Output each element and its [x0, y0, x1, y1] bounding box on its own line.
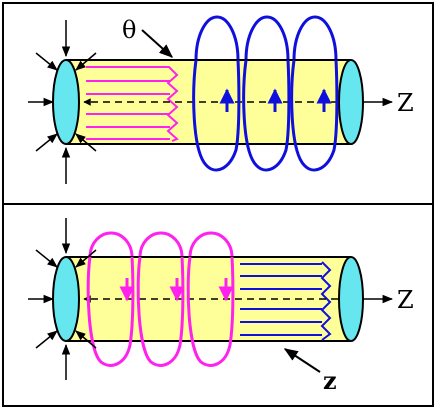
- bottom-left-end-cap: [52, 256, 80, 342]
- z-pointer-arrow: [283, 348, 321, 373]
- top-right-end-cap: [338, 59, 364, 145]
- magenta-loop-arrows: [119, 278, 234, 302]
- bottom-compression-arrows: [28, 218, 97, 380]
- theta-pointer-arrow: [141, 29, 174, 58]
- top-z-axis-label: Z: [397, 89, 414, 117]
- bottom-right-end-cap: [338, 256, 364, 342]
- bottom-blue-field-lines: [240, 261, 332, 341]
- blue-loops-front: [192, 59, 339, 172]
- z-label: z: [323, 366, 337, 395]
- bottom-cylinder-body: [66, 257, 351, 341]
- theta-label: θ: [122, 16, 136, 44]
- top-cylinder-body: [66, 60, 351, 144]
- top-left-end-cap: [52, 59, 80, 145]
- top-panel: Z θ: [28, 15, 414, 184]
- top-compression-arrows: [28, 20, 97, 184]
- bottom-panel: Z z: [28, 218, 414, 395]
- blue-loops-back: [194, 15, 338, 61]
- bottom-z-axis-label: Z: [397, 286, 414, 314]
- magenta-loops-back: [88, 231, 234, 258]
- top-magenta-field-lines: [86, 66, 179, 142]
- blue-loop-arrows: [219, 88, 332, 112]
